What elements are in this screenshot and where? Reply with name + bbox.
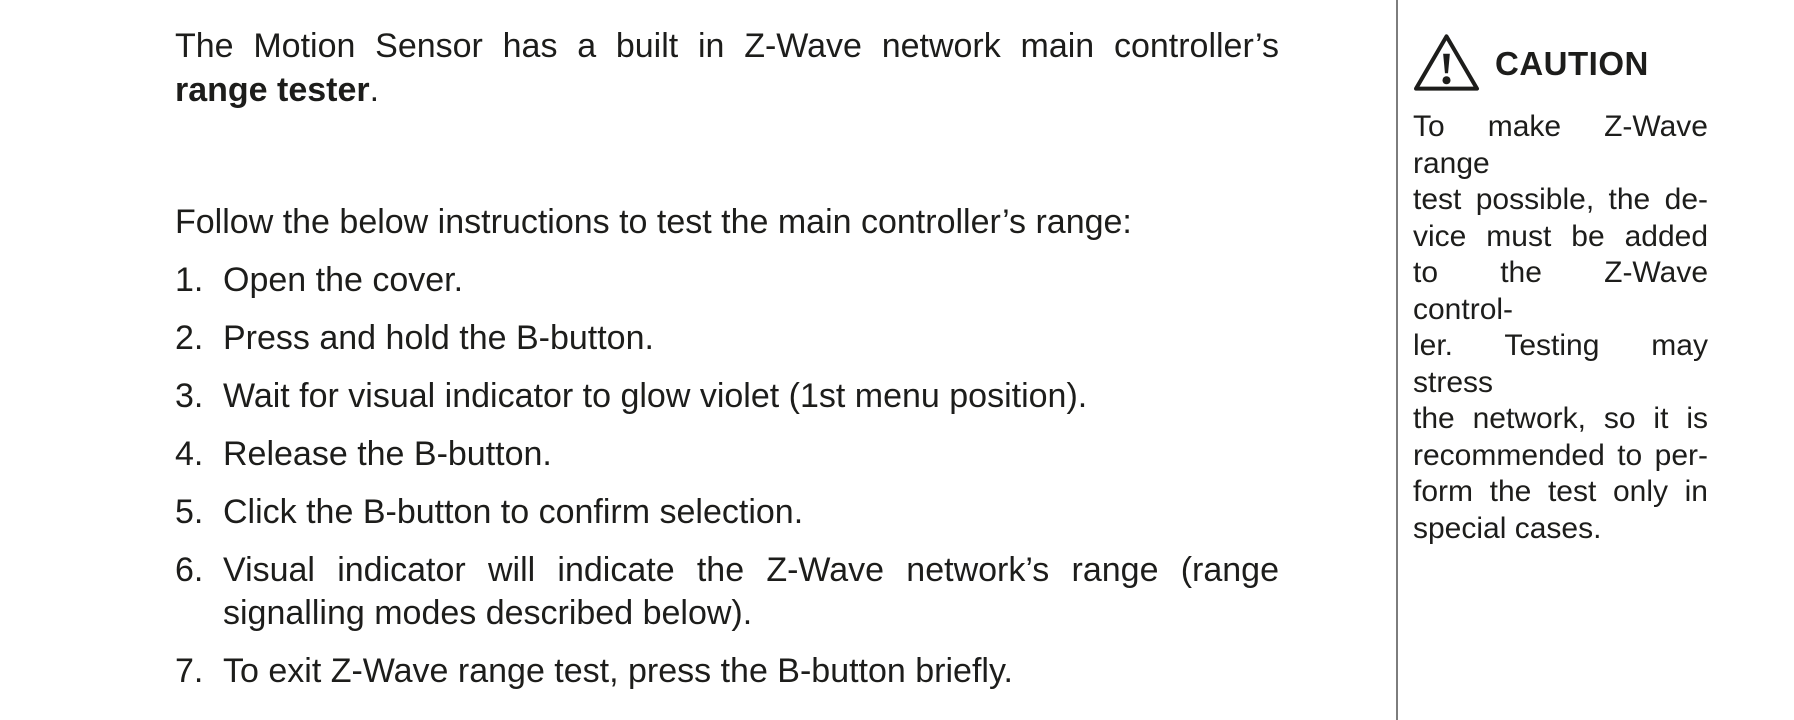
warning-triangle-exclamation-icon (1413, 32, 1480, 93)
steps-list: 1. Open the cover. 2. Press and hold the B-… (175, 259, 1279, 693)
caution-text-line: the network, so it is (1413, 402, 1708, 435)
step-text-line: Click the B-button to confirm selection. (223, 493, 804, 531)
step-text-line: Press and hold the B-button. (223, 319, 654, 357)
step-number: 7. (175, 652, 204, 690)
step-text-line: Release the B-button. (223, 435, 552, 473)
step-item: 1. Open the cover. (175, 259, 1279, 302)
caution-text-line: to the Z-Wave control- (1413, 256, 1708, 326)
step-item: 4. Release the B-button. (175, 433, 1279, 476)
caution-label: CAUTION (1495, 44, 1649, 82)
intro-paragraph: The Motion Sensor has a built in Z-Wave … (175, 24, 1279, 112)
intro-line-2: range tester. (175, 68, 1279, 112)
step-text-line: Open the cover. (223, 261, 464, 299)
step-text-line: To exit Z-Wave range test, press the B-b… (223, 652, 1013, 690)
caution-text-line: vice must be added (1413, 219, 1708, 253)
caution-text-line: form the test only in (1413, 475, 1708, 508)
main-column: The Motion Sensor has a built in Z-Wave … (175, 24, 1279, 708)
caution-header: CAUTION (1413, 32, 1708, 93)
caution-text-line: To make Z-Wave range (1413, 110, 1708, 180)
caution-text-line: recommended to per- (1413, 438, 1708, 472)
step-number: 4. (175, 435, 204, 473)
range-tester-bold-text: range tester (175, 71, 370, 109)
step-item: 6. Visual indicator will indicate the Z-W… (175, 549, 1279, 635)
step-number: 5. (175, 493, 204, 531)
caution-text-line: special cases. (1413, 511, 1602, 545)
step-number: 3. (175, 377, 204, 415)
step-text-line: signalling modes described below). (223, 594, 753, 632)
column-divider-rule (1396, 0, 1398, 720)
step-item: 5. Click the B-button to confirm selectio… (175, 491, 1279, 534)
step-text-line: Visual indicator will indicate the Z-Wav… (223, 551, 1279, 589)
step-item: 7. To exit Z-Wave range test, press the B… (175, 650, 1279, 693)
intro-line-2-period: . (369, 71, 380, 109)
caution-text-line: ler. Testing may stress (1413, 329, 1708, 399)
caution-text-line: test possible, the de- (1413, 183, 1708, 216)
intro-line-1: The Motion Sensor has a built in Z-Wave … (175, 27, 1279, 65)
instructions-heading: Follow the below instructions to test th… (175, 203, 1132, 241)
step-number: 1. (175, 261, 204, 299)
step-item: 2. Press and hold the B-button. (175, 317, 1279, 360)
step-text-line: Wait for visual indicator to glow violet… (223, 377, 1088, 415)
step-number: 2. (175, 319, 204, 357)
step-number: 6. (175, 551, 204, 589)
step-item: 3. Wait for visual indicator to glow viol… (175, 375, 1279, 418)
